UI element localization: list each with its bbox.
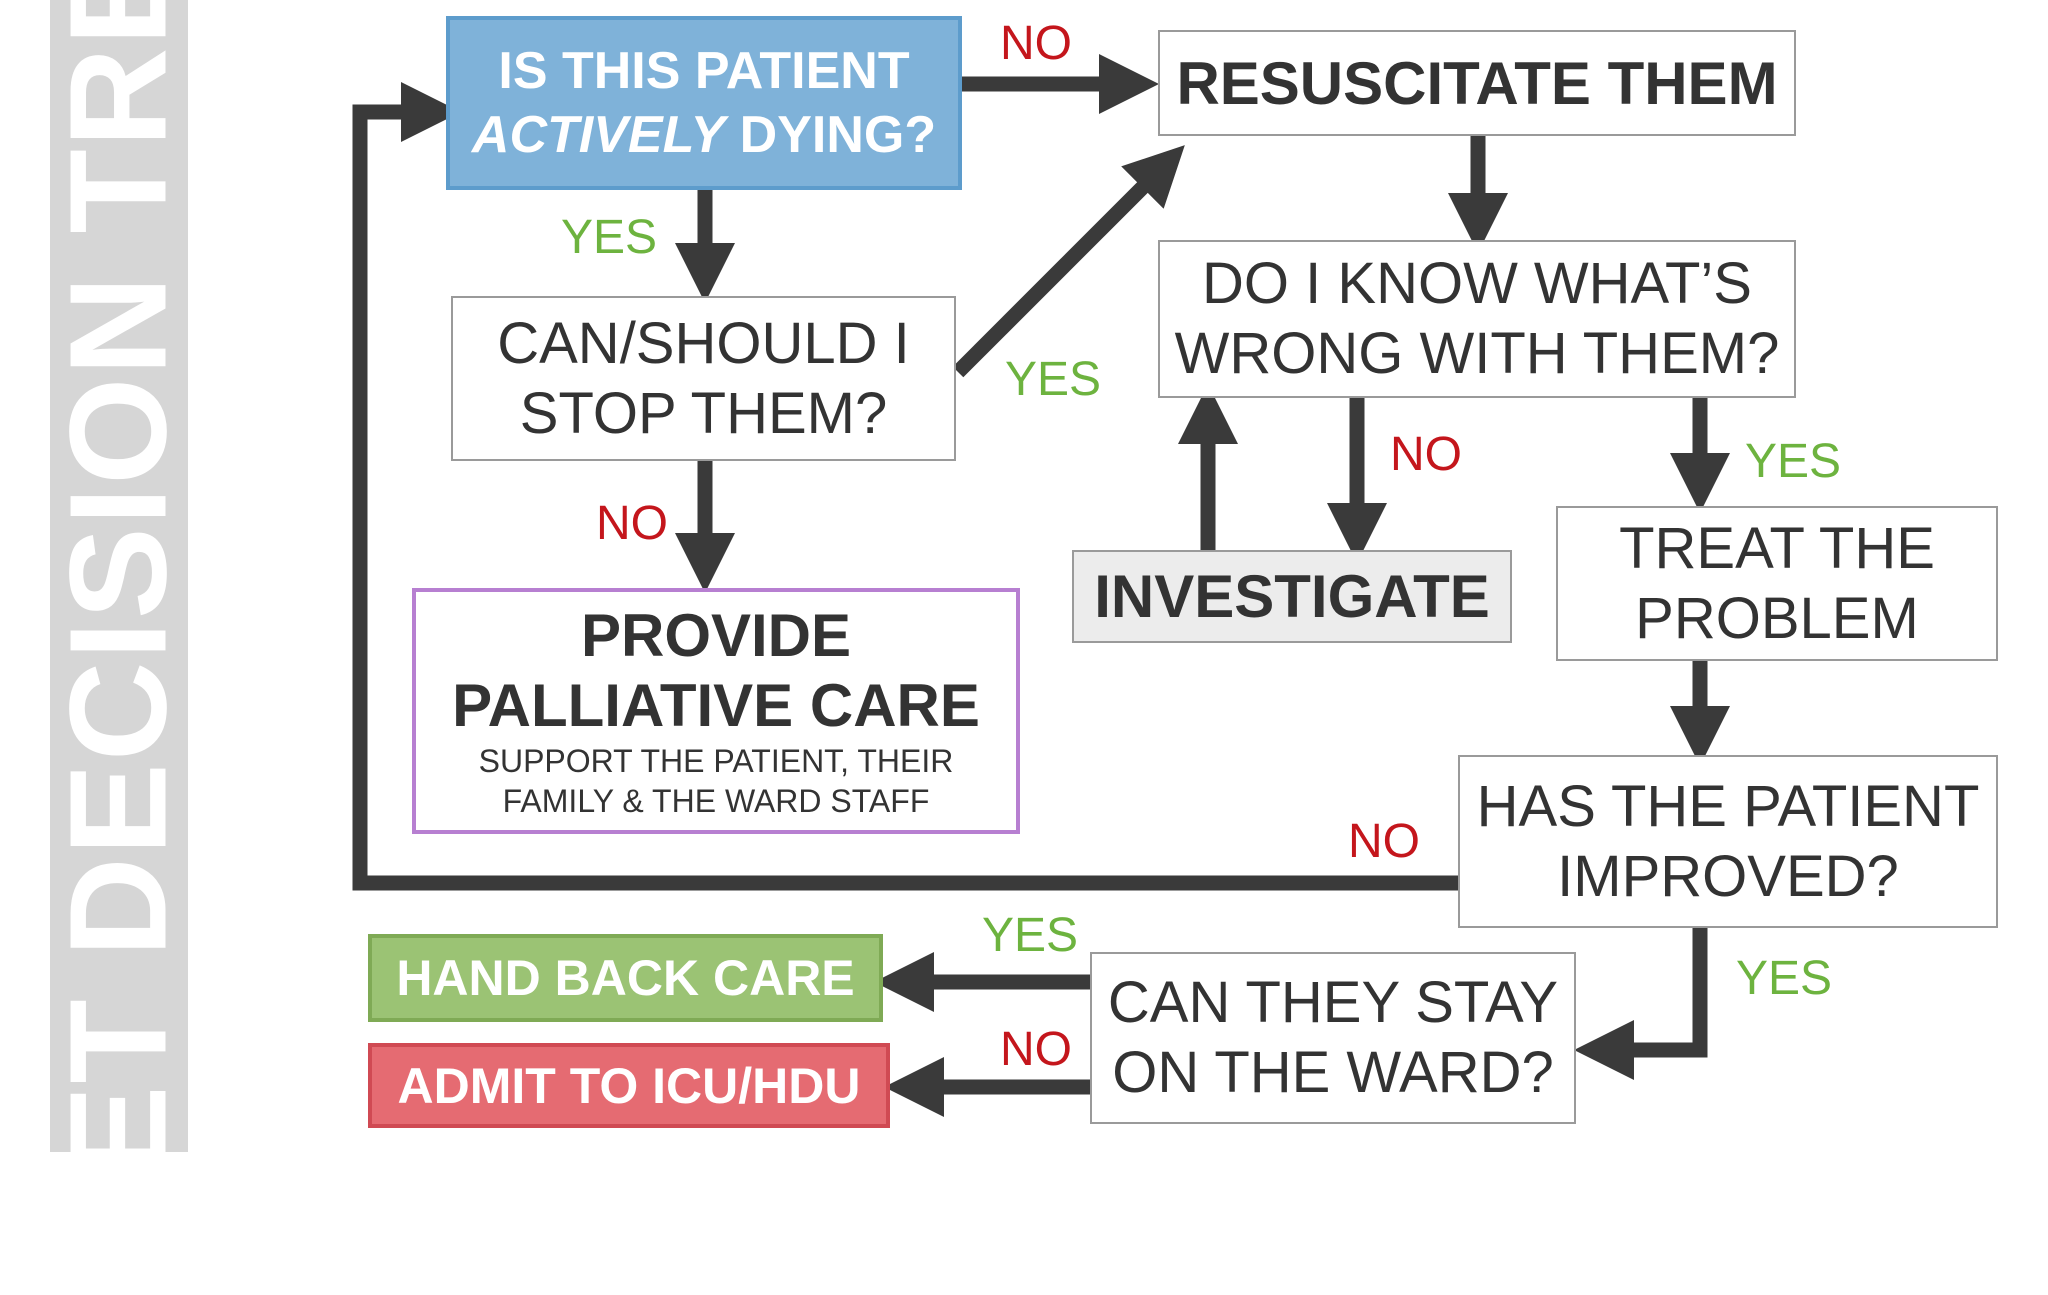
node-treat-line1: TREAT THE [1619,515,1935,581]
label-stay-yes: YES [982,909,1079,962]
node-palliative-sub2: FAMILY & THE WARD STAFF [502,783,930,819]
label-improved-no: NO [1348,815,1420,868]
node-resuscitate: RESUSCITATE THEM [1158,30,1796,136]
node-improved-line2: IMPROVED? [1557,843,1899,909]
label-know-no: NO [1390,428,1462,481]
label-know-yes: YES [1745,435,1842,488]
node-treat: TREAT THE PROBLEM [1556,506,1998,661]
node-know-wrong-line1: DO I KNOW WHAT’S [1202,251,1752,316]
label-dying-yes: YES [561,211,658,264]
node-hand-back-text: HAND BACK CARE [396,950,855,1006]
node-know-wrong-line2: WRONG WITH THEM? [1174,321,1780,386]
node-investigate: INVESTIGATE [1072,550,1512,643]
edge-improved-no [352,82,1458,891]
node-actively-dying: IS THIS PATIENT ACTIVELY DYING? [446,16,962,190]
node-stop-them-line2: STOP THEM? [519,380,888,446]
label-stop-no: NO [596,497,668,550]
label-improved-yes: YES [1736,952,1833,1005]
node-hand-back: HAND BACK CARE [368,934,883,1022]
node-actively-dying-rest: DYING? [725,106,937,164]
node-stop-them: CAN/SHOULD I STOP THEM? [451,296,956,461]
edge-stop-yes [952,145,1185,378]
node-stay-ward: CAN THEY STAY ON THE WARD? [1090,952,1576,1124]
label-dying-no: NO [1000,17,1072,70]
label-stop-yes: YES [1005,353,1102,406]
node-stay-ward-line1: CAN THEY STAY [1107,970,1559,1035]
node-stay-ward-line2: ON THE WARD? [1112,1040,1554,1105]
node-palliative: PROVIDE PALLIATIVE CARE SUPPORT THE PATI… [412,588,1020,834]
node-admit: ADMIT TO ICU/HDU [368,1043,890,1128]
node-know-wrong: DO I KNOW WHAT’S WRONG WITH THEM? [1158,240,1796,398]
side-title-band [50,0,188,1152]
node-palliative-line1: PROVIDE [580,602,852,669]
node-actively-dying-line2: ACTIVELY DYING? [472,103,936,167]
node-resuscitate-text: RESUSCITATE THEM [1176,49,1778,117]
node-admit-text: ADMIT TO ICU/HDU [397,1057,861,1114]
node-actively-dying-line1: IS THIS PATIENT [498,42,910,100]
node-treat-line2: PROBLEM [1635,585,1919,651]
edge-improved-yes [1573,928,1708,1080]
node-improved-line1: HAS THE PATIENT [1476,773,1980,839]
node-investigate-text: INVESTIGATE [1094,563,1490,630]
node-palliative-line2: PALLIATIVE CARE [452,672,980,739]
connector-layer [352,54,1730,1117]
node-actively-dying-emphasis: ACTIVELY [471,106,726,164]
node-palliative-sub1: SUPPORT THE PATIENT, THEIR [478,743,954,779]
node-stop-them-line1: CAN/SHOULD I [497,310,910,376]
node-improved: HAS THE PATIENT IMPROVED? [1458,755,1998,928]
label-stay-no: NO [1000,1023,1072,1076]
